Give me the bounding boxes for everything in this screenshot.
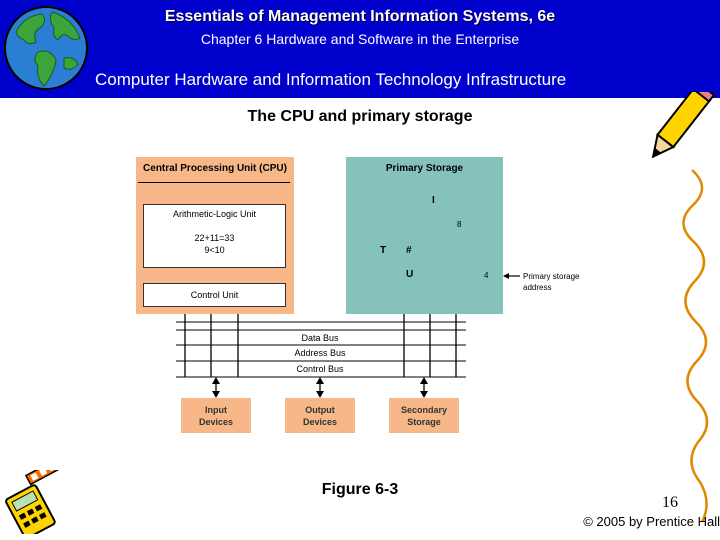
alu-label: Arithmetic-Logic Unit [172,209,257,219]
control-unit-label: Control Unit [190,290,239,300]
storage-cell: I [432,195,435,206]
device-label-line: Input [205,405,227,415]
address-label-line: address [523,283,552,292]
storage-cell: T [380,245,387,256]
address-label-line: Primary storage [523,272,580,281]
device-label: Secondary Storage [389,404,459,428]
primary-storage-block [346,157,503,314]
device-label-line: Storage [407,417,441,427]
data-bus-label: Data Bus [301,333,339,343]
presentation-title: Essentials of Management Information Sys… [164,8,556,25]
copyright-notice: © 2005 by Prentice Hall [583,514,720,529]
device-label-line: Secondary [400,405,448,415]
device-label: Input Devices [181,404,251,428]
device-label-line: Devices [302,417,338,427]
alu-example: 22+11=33 [194,233,235,243]
chapter-subtitle: Chapter 6 Hardware and Software in the E… [200,31,520,47]
storage-cell: 8 [457,220,462,229]
header-band [0,0,720,98]
storage-cell: 4 [484,271,489,280]
storage-cell: # [406,245,412,256]
output-devices-box [285,398,355,433]
alu-example: 9<10 [204,245,225,255]
storage-cell: U [406,269,414,280]
address-bus-label: Address Bus [294,348,346,358]
calculator-clipart-icon [5,470,62,534]
cpu-title: Central Processing Unit (CPU) [143,163,287,174]
primary-storage-title: Primary Storage [385,163,464,174]
slide-heading: The CPU and primary storage [247,108,473,125]
alu-box [143,204,286,268]
page-number: 16 [662,494,678,511]
pencil-clipart-icon [651,92,716,523]
device-label-line: Devices [198,417,234,427]
cpu-divider [138,182,290,183]
device-label-line: Output [305,405,335,415]
section-title: Computer Hardware and Information Techno… [95,70,567,89]
control-bus-label: Control Bus [296,364,344,374]
control-unit-box [143,283,286,307]
input-devices-box [181,398,251,433]
address-label: Primary storage address [523,271,603,293]
figure-caption: Figure 6-3 [321,481,399,498]
secondary-storage-box [389,398,459,433]
device-label: Output Devices [285,404,355,428]
globe-icon [4,6,88,90]
